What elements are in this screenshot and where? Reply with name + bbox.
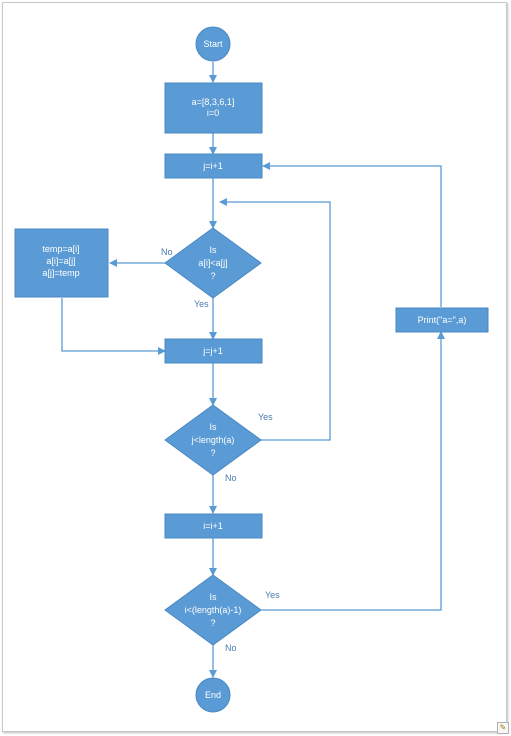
inner-cond-label-1: Is	[209, 245, 217, 255]
edge-condj-yes-loop	[219, 198, 331, 441]
inner-yes-label: Yes	[194, 299, 209, 309]
swap-node	[14, 228, 109, 298]
j-cond-label-2: j<length(a)	[191, 435, 235, 445]
j-cond-label-1: Is	[209, 422, 217, 432]
inner-cond-label-3: ?	[210, 271, 215, 281]
init-label-1: a=[8,3,6,1]	[192, 97, 235, 107]
inc-j-label: j=j+1	[202, 346, 223, 356]
j-no-label: No	[225, 473, 237, 483]
shapes	[14, 26, 489, 713]
swap-label-1: temp=a[i]	[42, 244, 79, 254]
init-label-2: i=0	[207, 108, 219, 118]
edge-swap-to-incj	[61, 298, 166, 355]
edge-condi-yes-to-print	[261, 331, 445, 611]
edge-labels: No Yes Yes No Yes No	[161, 247, 280, 653]
inner-no-label: No	[161, 247, 173, 257]
start-label: Start	[203, 39, 223, 49]
j-cond-label-3: ?	[210, 448, 215, 458]
shape-labels: Start a=[8,3,6,1] i=0 j=i+1 Is a[i]<a[j]…	[42, 39, 466, 700]
swap-label-3: a[j]=temp	[42, 268, 79, 278]
i-cond-label-1: Is	[209, 592, 217, 602]
i-yes-label: Yes	[265, 590, 280, 600]
inc-j-node	[164, 338, 263, 364]
inc-i-node	[164, 513, 263, 539]
end-node	[195, 677, 231, 713]
i-no-label: No	[225, 643, 237, 653]
connectors	[61, 62, 445, 678]
inner-condition-node	[164, 227, 262, 299]
j-condition-node	[164, 404, 262, 476]
swap-label-2: a[i]=a[j]	[46, 256, 75, 266]
inner-cond-label-2: a[i]<a[j]	[198, 258, 227, 268]
i-cond-label-3: ?	[210, 618, 215, 628]
print-node	[395, 307, 489, 333]
print-label: Print("a=",a)	[418, 315, 467, 325]
edge-print-to-setj	[262, 162, 442, 307]
i-cond-label-2: i<(length(a)-1)	[185, 605, 242, 615]
document-corner-icon[interactable]: ✎	[497, 722, 509, 734]
end-label: End	[205, 690, 221, 700]
j-yes-label: Yes	[258, 412, 273, 422]
i-condition-node	[164, 574, 262, 646]
set-j-label: j=i+1	[202, 161, 223, 171]
inc-i-label: i=i+1	[203, 521, 223, 531]
start-node	[195, 26, 231, 62]
set-j-node	[164, 153, 263, 179]
init-node	[164, 82, 263, 134]
